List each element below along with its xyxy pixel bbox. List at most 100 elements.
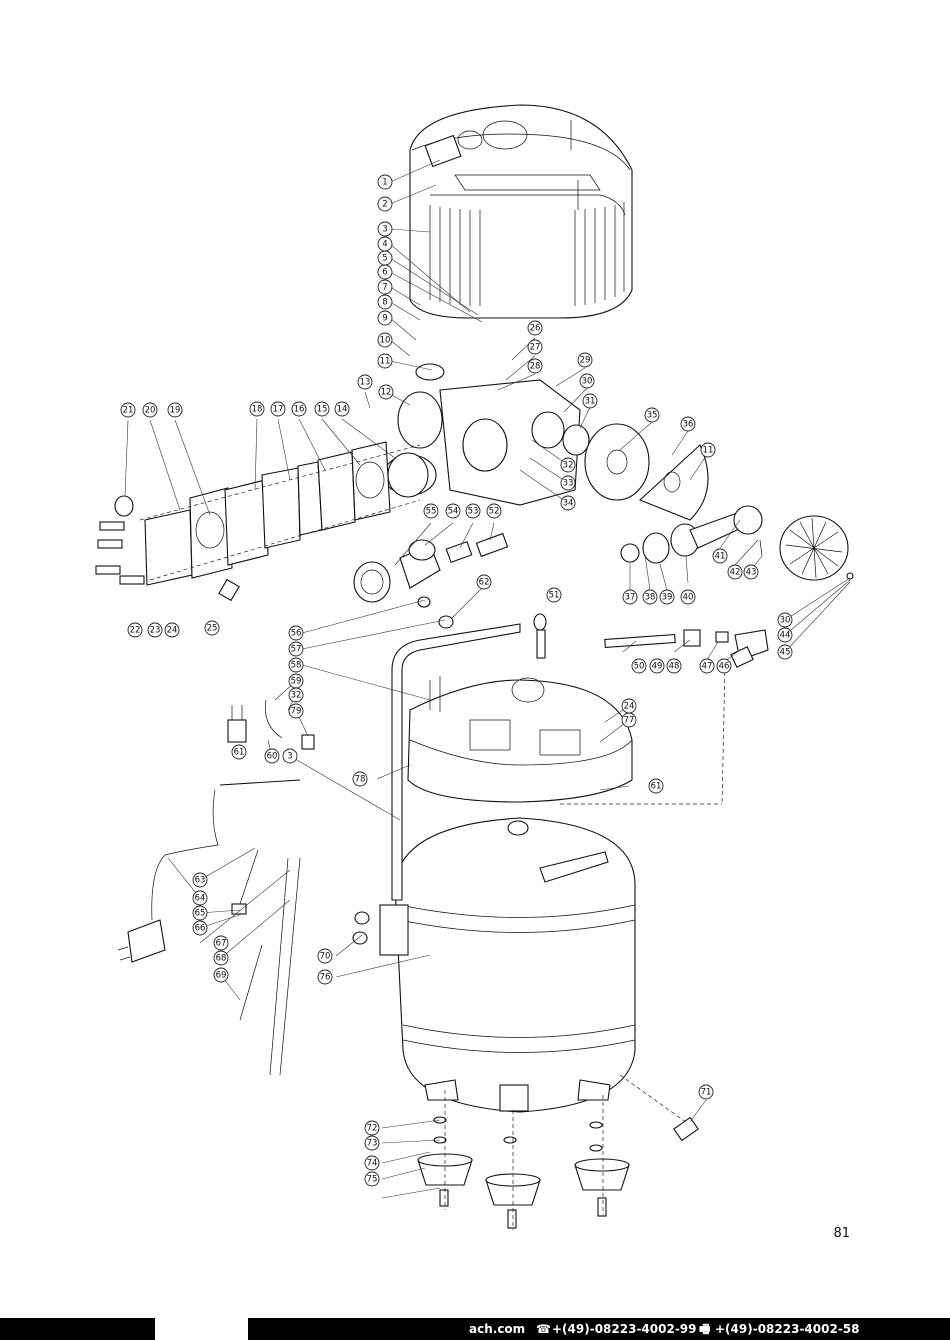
callout-circle <box>291 401 307 417</box>
callout-label: 52 <box>489 507 500 517</box>
callout-circle <box>377 294 393 310</box>
callout-circle <box>231 744 247 760</box>
callout-17: 17 <box>270 401 286 417</box>
callout-circle <box>377 221 393 237</box>
callout-circle <box>560 475 576 491</box>
callout-23: 23 <box>147 622 163 638</box>
callout-label: 8 <box>382 298 387 308</box>
rubber-feet-part <box>417 1116 630 1229</box>
callout-66: 66 <box>192 920 208 936</box>
callout-circle <box>213 967 229 983</box>
callout-circle <box>621 712 637 728</box>
callout-circle <box>204 620 220 636</box>
callout-label: 59 <box>291 677 302 687</box>
callout-circle <box>192 920 208 936</box>
callout-label: 11 <box>703 446 714 456</box>
callout-5: 5 <box>377 250 393 266</box>
callout-circle <box>377 332 393 348</box>
callout-label: 15 <box>317 405 328 415</box>
callout-circle <box>288 703 304 719</box>
callout-circle <box>659 589 675 605</box>
callout-label: 34 <box>563 499 574 509</box>
callout-31: 31 <box>582 393 598 409</box>
callout-label: 33 <box>563 479 574 489</box>
pressure-gauge-part <box>353 532 547 659</box>
callout-43: 43 <box>743 564 759 580</box>
callout-19: 19 <box>167 402 183 418</box>
callout-label: 54 <box>448 507 459 517</box>
callout-65: 65 <box>192 905 208 921</box>
callout-27: 27 <box>527 339 543 355</box>
callout-6: 6 <box>377 264 393 280</box>
base-plate-part <box>407 676 633 803</box>
callout-label: 74 <box>367 1159 378 1169</box>
callout-29: 29 <box>577 352 593 368</box>
callout-circle <box>192 905 208 921</box>
callout-33: 33 <box>560 475 576 491</box>
callout-circle <box>282 748 298 764</box>
callout-circle <box>164 622 180 638</box>
footer-website[interactable]: ach.com <box>469 1322 526 1336</box>
callout-circle <box>378 384 394 400</box>
callout-circle <box>644 407 660 423</box>
callout-circle <box>270 401 286 417</box>
callout-label: 7 <box>382 283 387 293</box>
page-number: 81 <box>833 1226 850 1241</box>
callout-circle <box>648 778 664 794</box>
outlet-hose-part <box>604 629 769 668</box>
callout-circle <box>486 503 502 519</box>
leader-lines <box>124 159 851 1199</box>
callout-label: 23 <box>150 626 161 636</box>
callout-60: 60 <box>264 748 280 764</box>
callout-label: 11 <box>380 357 391 367</box>
callout-15: 15 <box>314 401 330 417</box>
callout-46: 46 <box>716 658 732 674</box>
callout-label: 3 <box>287 752 292 762</box>
callout-75: 75 <box>364 1171 380 1187</box>
callout-label: 43 <box>746 568 757 578</box>
callout-circle <box>579 373 595 389</box>
callout-circle <box>680 589 696 605</box>
callout-label: 58 <box>291 661 302 671</box>
footer-fax: +(49)-08223-4002-58 <box>715 1322 860 1336</box>
callout-label: 19 <box>170 406 181 416</box>
callout-label: 56 <box>291 629 302 639</box>
callout-10: 10 <box>377 332 393 348</box>
callout-label: 37 <box>625 593 636 603</box>
callout-circle <box>249 401 265 417</box>
callout-circle <box>642 589 658 605</box>
callout-label: 55 <box>426 507 437 517</box>
callout-circle <box>631 658 647 674</box>
callout-label: 21 <box>123 406 134 416</box>
callout-18: 18 <box>249 401 265 417</box>
callout-28: 28 <box>527 358 543 374</box>
callout-label: 61 <box>234 748 245 758</box>
callout-label: 63 <box>195 876 206 886</box>
callout-circle <box>352 771 368 787</box>
callout-label: 24 <box>167 626 178 636</box>
callout-20: 20 <box>142 402 158 418</box>
callout-label: 66 <box>195 924 206 934</box>
callout-label: 40 <box>683 593 694 603</box>
callout-30: 30 <box>579 373 595 389</box>
callout-73: 73 <box>364 1135 380 1151</box>
callout-circle <box>527 339 543 355</box>
callout-label: 13 <box>360 378 371 388</box>
callout-51: 51 <box>546 587 562 603</box>
callout-39: 39 <box>659 589 675 605</box>
callout-label: 18 <box>252 405 263 415</box>
callout-61: 61 <box>648 778 664 794</box>
callout-label: 36 <box>683 420 694 430</box>
callout-label: 51 <box>549 591 560 601</box>
callout-label: 25 <box>207 624 218 634</box>
callout-label: 49 <box>652 662 663 672</box>
callout-72: 72 <box>364 1120 380 1136</box>
callout-circle <box>377 279 393 295</box>
callout-label: 45 <box>780 648 791 658</box>
callout-47: 47 <box>699 658 715 674</box>
callout-32: 32 <box>560 457 576 473</box>
callout-label: 78 <box>355 775 366 785</box>
callout-circle <box>743 564 759 580</box>
callout-22: 22 <box>127 622 143 638</box>
